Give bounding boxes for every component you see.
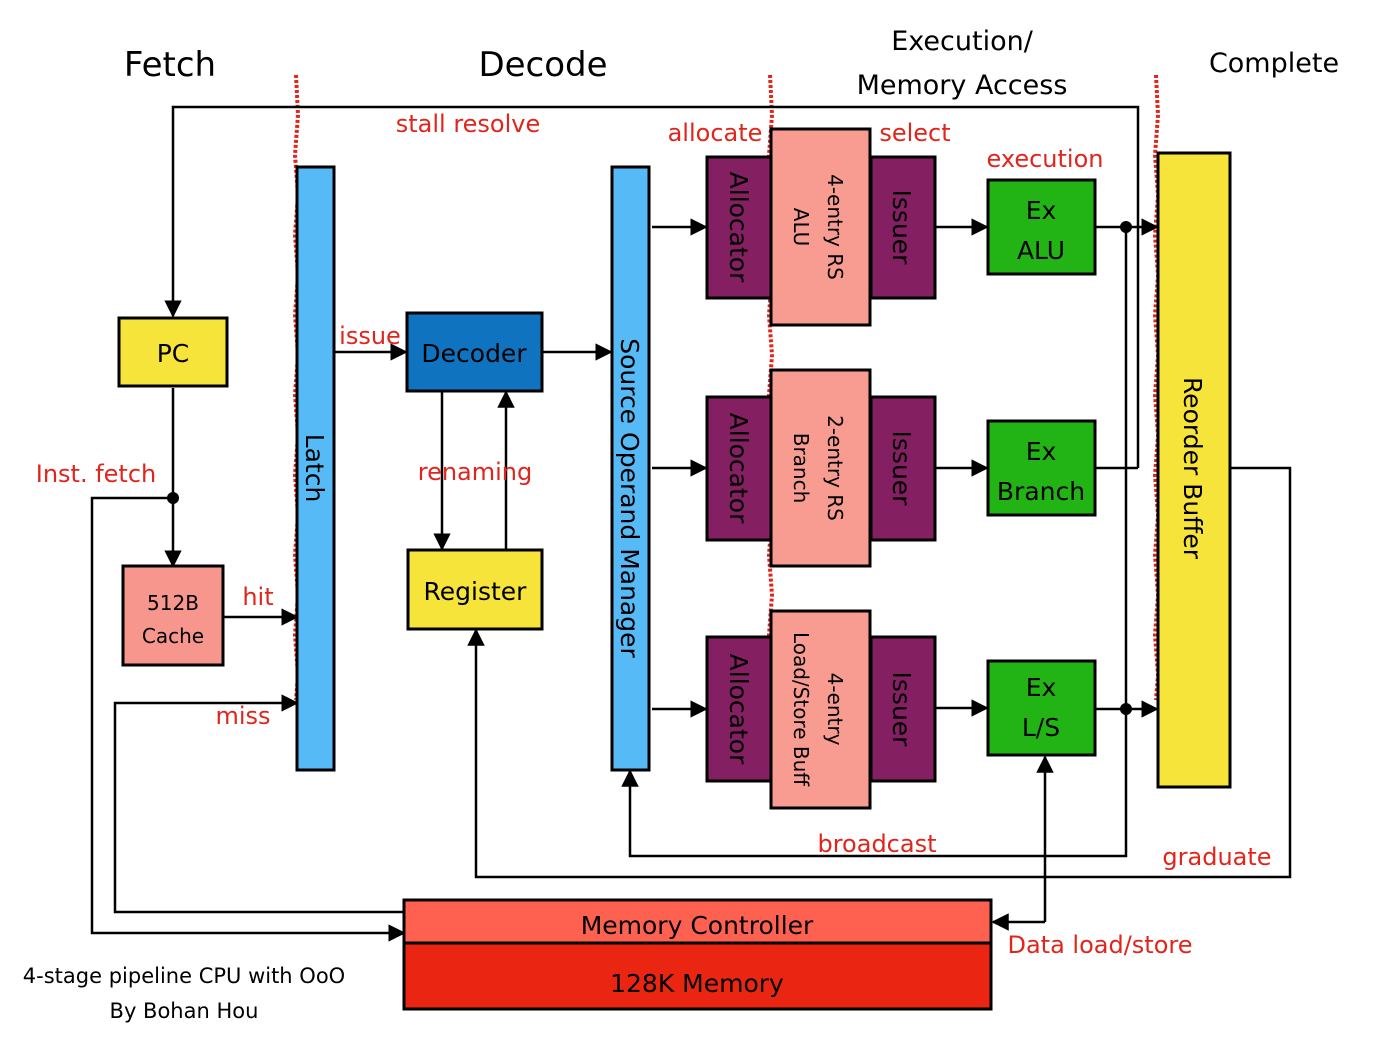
label-execution: execution xyxy=(987,145,1104,173)
register-box xyxy=(406,548,544,631)
label-renaming: renaming xyxy=(418,458,533,486)
allocator-alu-box xyxy=(705,155,773,300)
stage-complete: Complete xyxy=(1209,48,1339,79)
source-operand-manager-box xyxy=(610,165,651,772)
allocator-branch-label: Allocator xyxy=(724,413,753,524)
ex-branch-line1: Ex xyxy=(1026,437,1057,466)
memory-controller-box xyxy=(402,898,993,945)
pc-label: PC xyxy=(157,339,190,368)
ex-ls-box xyxy=(986,659,1097,757)
ex-alu-box xyxy=(986,178,1097,276)
cache-box xyxy=(121,564,225,667)
wire-broadcast xyxy=(621,227,1128,858)
wire-inst-fetch-memctrl xyxy=(90,496,406,942)
reorder-buffer-label: Reorder Buffer xyxy=(1178,377,1207,560)
stage-execution-line2: Memory Access xyxy=(857,70,1068,101)
label-data-load-store: Data load/store xyxy=(1007,931,1192,959)
label-broadcast: broadcast xyxy=(817,830,936,858)
rs-branch-line1: 2-entry RS xyxy=(823,415,847,521)
wire-memctrl-latch-miss xyxy=(113,694,404,914)
issuer-branch-label: Issuer xyxy=(887,431,916,507)
decoder-label: Decoder xyxy=(421,339,527,368)
wire-graduate xyxy=(467,466,1292,879)
latch-label: Latch xyxy=(300,434,329,503)
rs-branch-box xyxy=(769,368,872,568)
ex-ls-line2: L/S xyxy=(1022,713,1060,742)
rs-alu-line1: 4-entry RS xyxy=(823,174,847,280)
reorder-buffer-box xyxy=(1156,151,1232,789)
ex-branch-box xyxy=(986,419,1097,517)
memory-label: 128K Memory xyxy=(610,969,784,998)
label-issue: issue xyxy=(339,322,401,350)
ex-alu-line1: Ex xyxy=(1026,196,1057,225)
wire-stall-resolve xyxy=(164,105,1140,468)
rs-alu-box xyxy=(769,127,872,327)
ex-ls-line1: Ex xyxy=(1026,673,1057,702)
label-miss: miss xyxy=(215,702,270,730)
label-hit: hit xyxy=(242,583,273,611)
source-operand-manager-label: Source Operand Manager xyxy=(615,338,644,658)
ex-branch-line2: Branch xyxy=(997,477,1085,506)
allocator-branch-box xyxy=(705,395,773,542)
lsb-box xyxy=(769,609,872,810)
lsb-line2: Load/Store Buff xyxy=(789,632,813,787)
issuer-branch-box xyxy=(869,395,937,542)
cache-label-line1: 512B xyxy=(147,591,199,615)
rs-branch-line2: Branch xyxy=(789,433,813,504)
credit-line2: By Bohan Hou xyxy=(110,999,259,1023)
decoder-box xyxy=(405,311,544,393)
label-graduate: graduate xyxy=(1162,843,1271,871)
allocator-alu-label: Allocator xyxy=(724,172,753,283)
stage-fetch: Fetch xyxy=(124,45,216,85)
lsb-line1: 4-entry xyxy=(823,673,847,746)
register-label: Register xyxy=(424,577,528,606)
label-allocate: allocate xyxy=(668,119,763,147)
stage-execution-line1: Execution/ xyxy=(891,26,1033,57)
rs-alu-line2: ALU xyxy=(789,208,813,246)
stage-decode: Decode xyxy=(478,45,607,85)
latch-box xyxy=(295,165,336,772)
ex-alu-line2: ALU xyxy=(1017,236,1065,265)
issuer-alu-box xyxy=(869,155,937,300)
label-inst-fetch: Inst. fetch xyxy=(36,460,157,488)
credit-line1: 4-stage pipeline CPU with OoO xyxy=(23,964,345,988)
memory-box xyxy=(402,941,993,1011)
memory-controller-label: Memory Controller xyxy=(581,911,814,940)
issuer-ls-box xyxy=(869,635,937,783)
issuer-ls-label: Issuer xyxy=(887,672,916,748)
allocator-ls-label: Allocator xyxy=(724,654,753,765)
label-select: select xyxy=(879,119,950,147)
pc-box xyxy=(117,316,229,388)
issuer-alu-label: Issuer xyxy=(887,190,916,266)
label-stall-resolve: stall resolve xyxy=(396,110,541,138)
cache-label-line2: Cache xyxy=(142,624,204,648)
